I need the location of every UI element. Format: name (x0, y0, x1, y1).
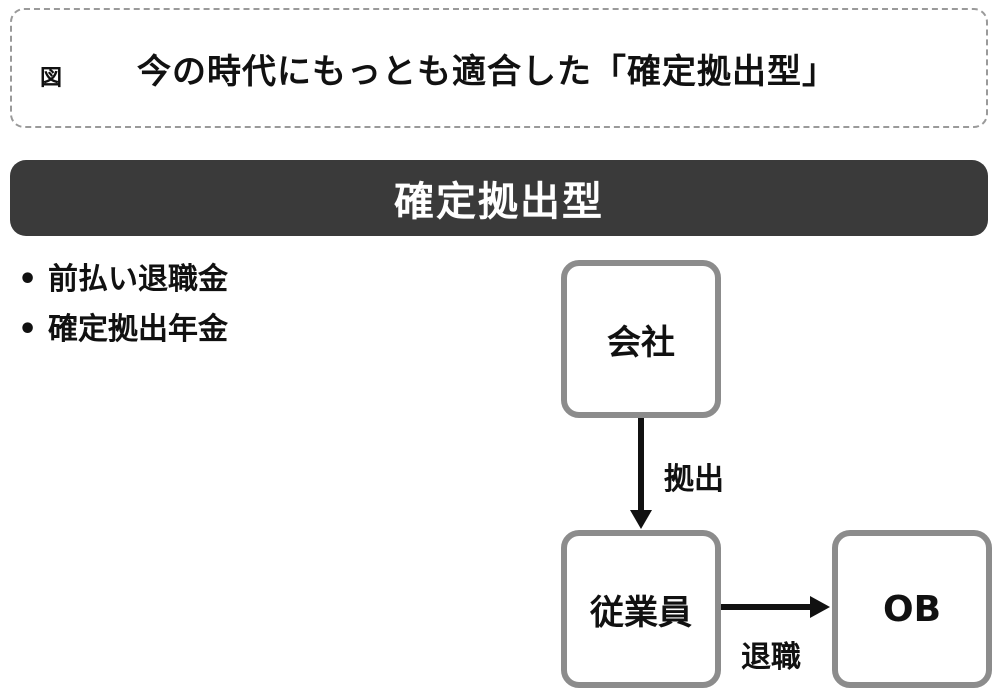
section-banner: 確定拠出型 (10, 160, 988, 236)
bullet-text: 前払い退職金 (48, 262, 228, 297)
node-employee: 従業員 (561, 530, 721, 688)
edge-label-contribution: 拠出 (664, 462, 724, 497)
banner-title: 確定拠出型 (394, 179, 604, 225)
node-ob: OB (832, 530, 992, 688)
bullet-dot-icon: • (18, 312, 38, 347)
bullet-item: • 確定拠出年金 (18, 305, 228, 355)
bullet-list: • 前払い退職金 • 確定拠出年金 (18, 255, 228, 355)
edge-label-retirement: 退職 (741, 640, 801, 675)
node-employee-label: 従業員 (590, 592, 692, 633)
bullet-dot-icon: • (18, 262, 38, 297)
node-company: 会社 (561, 260, 721, 418)
arrowhead-down-icon (630, 510, 652, 529)
title-frame (10, 8, 988, 128)
bullet-item: • 前払い退職金 (18, 255, 228, 305)
node-ob-label: OB (882, 588, 942, 630)
bullet-text: 確定拠出年金 (48, 312, 228, 347)
page-title: 今の時代にもっとも適合した「確定拠出型」 (137, 52, 837, 92)
figure-label: 図 (40, 66, 63, 91)
node-company-label: 会社 (607, 322, 675, 363)
arrowhead-right-icon (810, 596, 830, 618)
